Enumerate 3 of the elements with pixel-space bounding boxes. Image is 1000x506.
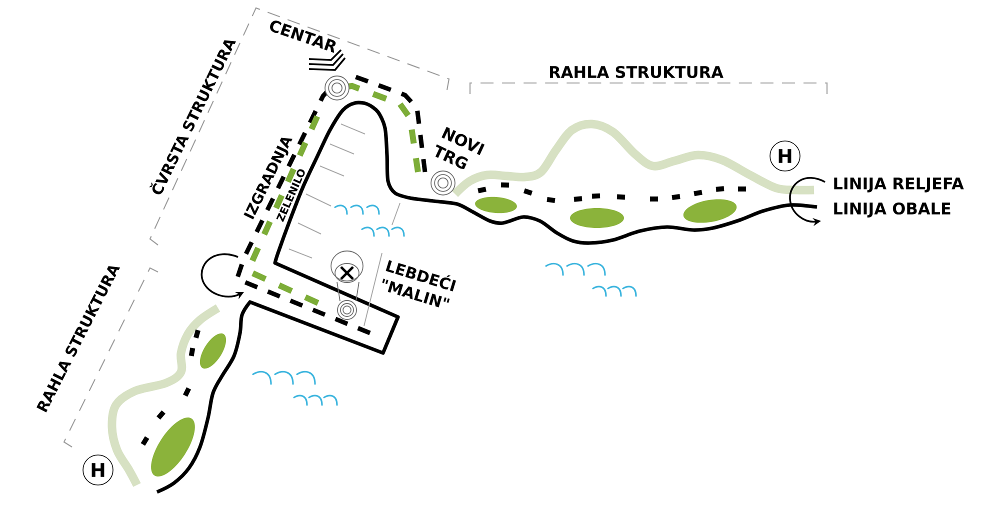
line-label: LINIJA RELJEFA bbox=[834, 178, 964, 192]
line-label: LINIJA OBALE bbox=[834, 202, 950, 218]
zone-label: RAHLA STRUKTURA bbox=[550, 66, 724, 78]
